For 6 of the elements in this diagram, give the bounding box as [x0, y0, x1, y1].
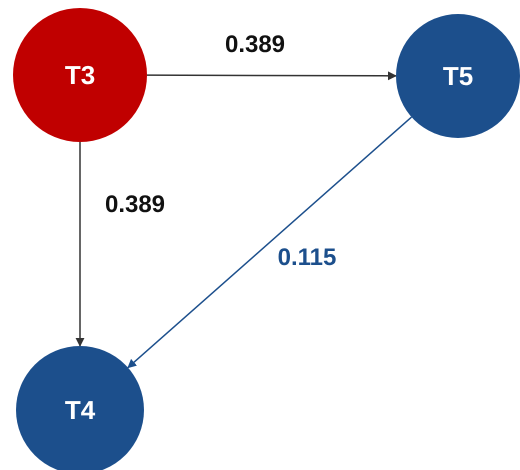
node-label: T4 [64, 394, 96, 426]
arrow [127, 116, 412, 368]
node-label: T5 [442, 60, 474, 92]
node-label: T3 [64, 58, 96, 92]
arrow [76, 142, 84, 347]
arrow [147, 71, 397, 80]
